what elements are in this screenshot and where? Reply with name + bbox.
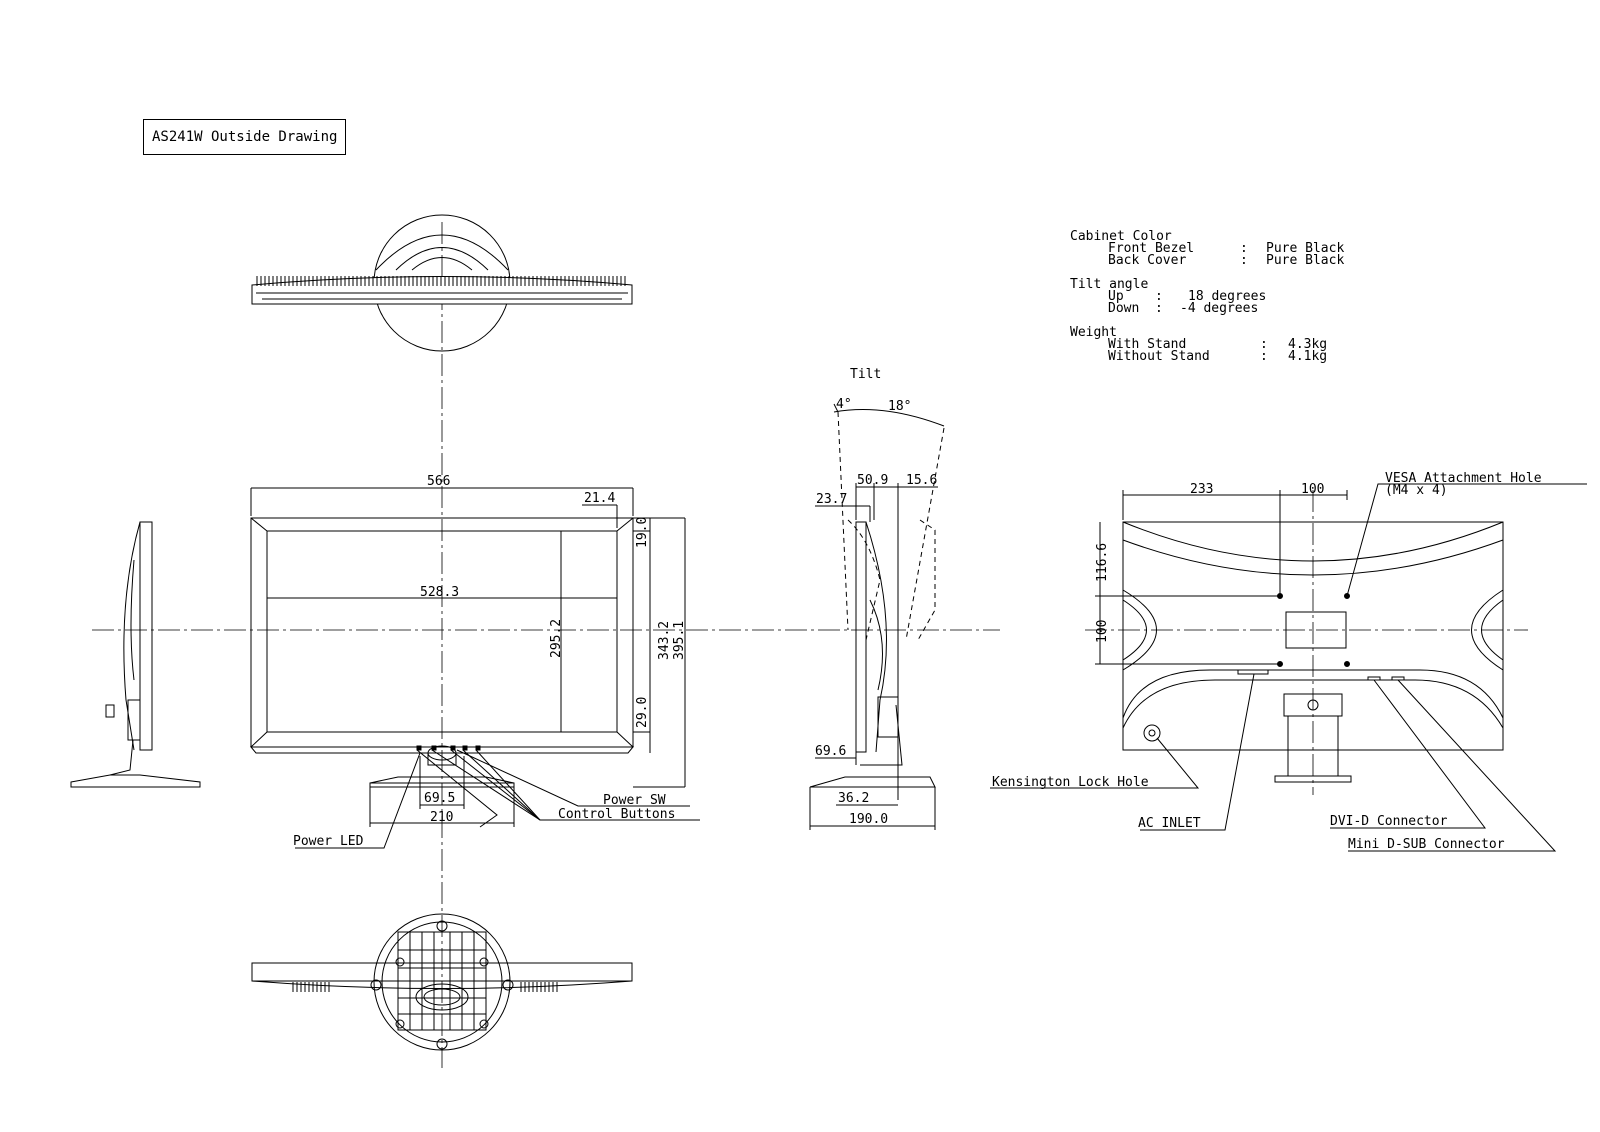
back-cover-label: Back Cover xyxy=(1108,253,1186,268)
callout-dvi: DVI-D Connector xyxy=(1330,814,1448,829)
with-stand-label: With Stand xyxy=(1108,337,1186,352)
dim-stand-depth: 190.0 xyxy=(849,812,888,827)
tilt-down-label: Down xyxy=(1108,301,1139,316)
with-stand-value: 4.3kg xyxy=(1288,337,1327,352)
svg-text::: : xyxy=(1155,301,1163,316)
svg-text::: : xyxy=(1155,289,1163,304)
control-buttons-marks xyxy=(416,745,481,751)
dim-side-base-offset: 36.2 xyxy=(838,791,869,806)
dim-bezel-side: 21.4 xyxy=(584,491,615,506)
svg-text::: : xyxy=(1240,241,1248,256)
svg-text::: : xyxy=(1240,253,1248,268)
tilt-down-value: -4 degrees xyxy=(1180,301,1258,316)
front-dimensions: 566 21.4 528.3 295.2 19.0 29.0 343.2 395… xyxy=(420,474,687,825)
spec-notes: Cabinet Color Front Bezel : Pure Black B… xyxy=(1070,229,1344,364)
svg-text::: : xyxy=(1260,337,1268,352)
callouts: Power SW Control Buttons Power LED VESA … xyxy=(293,471,1542,852)
callout-dsub: Mini D-SUB Connector xyxy=(1348,837,1505,852)
back-cover-value: Pure Black xyxy=(1266,253,1344,268)
svg-text::: : xyxy=(1260,349,1268,364)
dim-vesa-from-top: 116.6 xyxy=(1095,543,1110,582)
front-view xyxy=(249,487,700,849)
cabinet-color-heading: Cabinet Color xyxy=(1070,229,1172,244)
drawing-title: AS241W Outside Drawing xyxy=(143,119,347,155)
bottom-view xyxy=(251,913,633,1051)
tilt-label: Tilt xyxy=(850,367,881,382)
center-lines xyxy=(92,222,1528,1068)
callout-power-led: Power LED xyxy=(293,834,364,849)
tilt-angle-heading: Tilt angle xyxy=(1070,277,1148,292)
callout-kensington: Kensington Lock Hole xyxy=(992,775,1149,790)
front-bezel-value: Pure Black xyxy=(1266,241,1344,256)
callout-vesa-hole: VESA Attachment Hole xyxy=(1385,471,1542,486)
tilt-dimensions: Tilt 4° 18° 50.9 15.6 23.7 69.6 36.2 190… xyxy=(815,367,937,827)
weight-heading: Weight xyxy=(1070,325,1117,340)
dim-overall-width: 566 xyxy=(427,474,450,489)
callout-power-sw: Power SW xyxy=(603,793,666,808)
callout-vesa-hole-spec: (M4 x 4) xyxy=(1385,483,1448,498)
dim-bezel-bottom: 29.0 xyxy=(635,697,650,728)
dim-stand-width: 210 xyxy=(430,810,453,825)
left-side-view xyxy=(70,521,201,788)
dim-screen-width: 528.3 xyxy=(420,585,459,600)
dim-vesa-spacing-v: 100 xyxy=(1095,620,1110,643)
tilt-down-angle: 4° xyxy=(836,397,852,412)
callout-ac-inlet: AC INLET xyxy=(1138,816,1201,831)
dim-side-base-height: 69.6 xyxy=(815,744,846,759)
without-stand-value: 4.1kg xyxy=(1288,349,1327,364)
dim-stand-neck: 69.5 xyxy=(424,791,455,806)
vesa-holes xyxy=(1277,593,1350,667)
rear-dimensions: 233 100 116.6 100 xyxy=(1095,482,1324,643)
callout-control-buttons: Control Buttons xyxy=(558,807,675,822)
rear-view xyxy=(990,483,1587,852)
dim-vesa-spacing-h: 100 xyxy=(1301,482,1324,497)
tilt-up-angle: 18° xyxy=(888,399,911,414)
front-bezel-label: Front Bezel xyxy=(1108,241,1194,256)
dim-screen-height: 295.2 xyxy=(549,619,564,658)
top-view xyxy=(251,214,633,352)
dim-side-depth-panel: 15.6 xyxy=(906,473,937,488)
dim-vesa-offset: 233 xyxy=(1190,482,1213,497)
without-stand-label: Without Stand xyxy=(1108,349,1210,364)
dim-side-offset: 23.7 xyxy=(816,492,847,507)
dim-side-depth-top: 50.9 xyxy=(857,473,888,488)
tilt-up-label: Up xyxy=(1108,289,1124,304)
tilt-view xyxy=(809,403,945,830)
dim-bezel-top: 19.0 xyxy=(635,517,650,548)
dim-panel-height: 343.2 xyxy=(657,621,672,660)
tilt-up-value: 18 degrees xyxy=(1188,289,1266,304)
dim-total-height: 395.1 xyxy=(672,621,687,660)
